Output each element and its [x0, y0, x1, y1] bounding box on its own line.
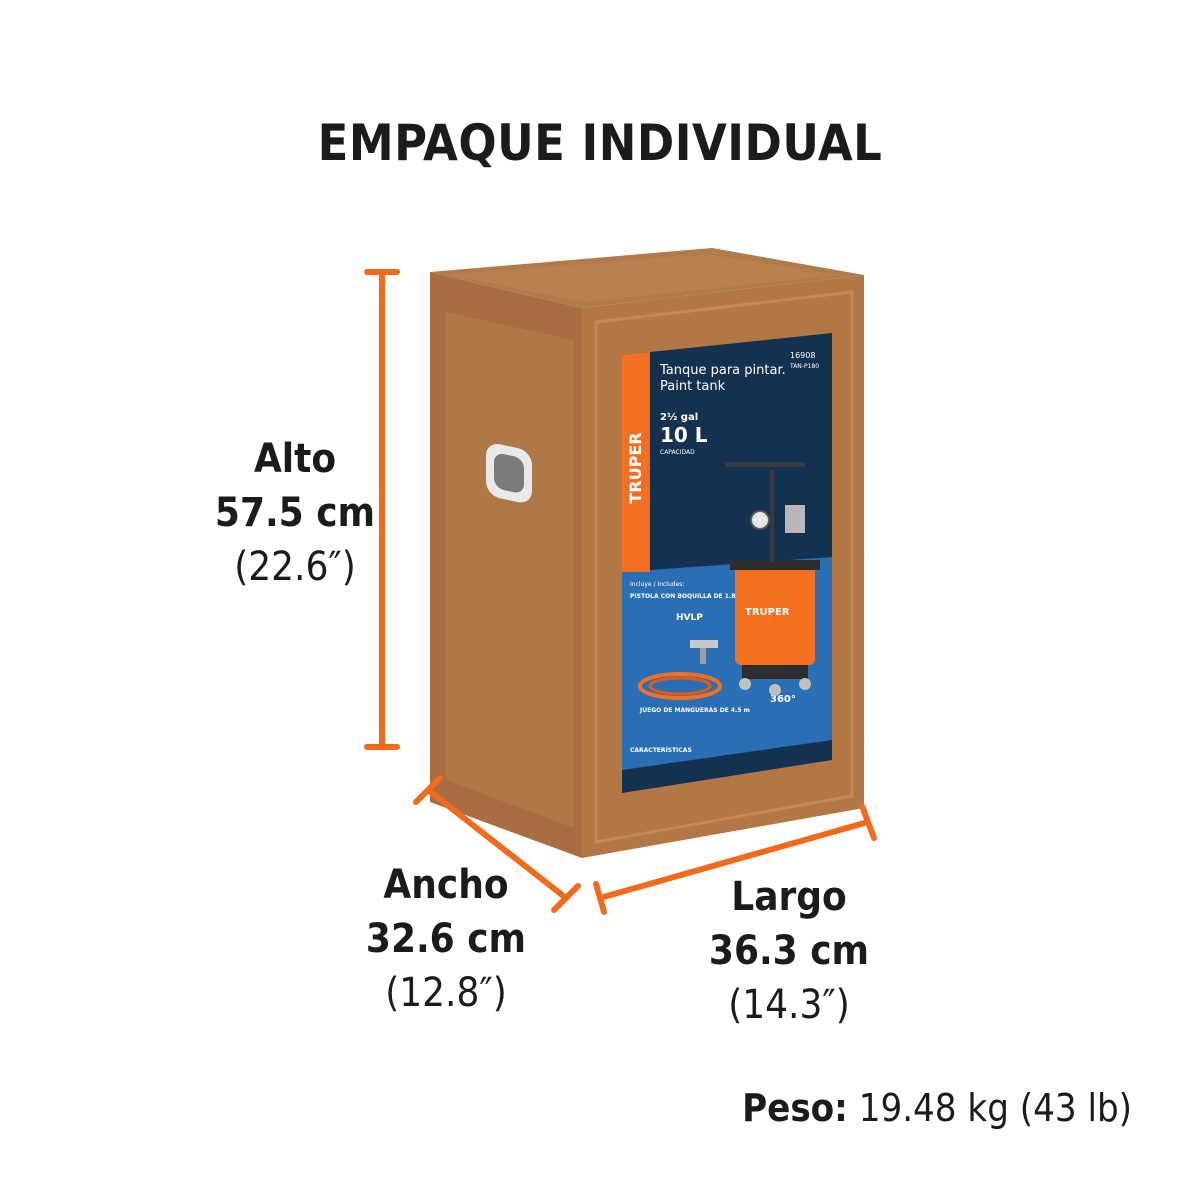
box-left-side-inner: [446, 312, 574, 828]
label-capacity-l: 10 L: [660, 423, 708, 447]
largo-cap-right: [859, 803, 877, 841]
tank-brand: TRUPER: [745, 607, 790, 618]
label-includes: Incluye / Includes:: [630, 581, 684, 588]
ancho-imperial: (12.8″): [385, 970, 507, 1016]
label-title-en: Paint tank: [660, 379, 726, 394]
label-capacity-caption: CAPACIDAD: [660, 449, 695, 456]
spray-gun-icon: [690, 640, 718, 648]
label-hose-set: JUEGO DE MANGUERAS DE 4.5 m: [639, 707, 750, 714]
alto-name: Alto: [253, 436, 337, 482]
ancho-cap-left: [413, 775, 443, 805]
largo-imperial: (14.3″): [728, 982, 850, 1028]
spray-gun-handle: [700, 648, 706, 664]
label-hvlp: HVLP: [676, 613, 703, 623]
alto-metric: 57.5 cm: [214, 490, 376, 536]
label-spray-gun: PISTOLA CON BOQUILLA DE 1.8 mm: [630, 593, 750, 600]
label-capacity-gal: 2½ gal: [660, 412, 698, 423]
weight-label: Peso:: [742, 1086, 848, 1130]
hose-coil: [638, 672, 722, 700]
label-rotation: 360°: [770, 694, 796, 705]
page-title: EMPAQUE INDIVIDUAL: [317, 114, 883, 172]
largo-line: [597, 819, 871, 901]
label-title-es: Tanque para pintar.: [659, 363, 786, 378]
ancho-cap-right: [551, 883, 581, 913]
weight-info: Peso: 19.48 kg (43 lb): [742, 1086, 1132, 1130]
paint-tank-illustration: TRUPER: [725, 462, 820, 696]
box-front-frame: [594, 290, 854, 844]
label-brand-strip: [622, 352, 650, 572]
box-top-inner: [448, 254, 840, 302]
alto-dimension-label: Alto 57.5 cm (22.6″): [195, 432, 395, 594]
label-model: TAN-P180: [789, 363, 819, 370]
dimension-lines: [364, 269, 877, 915]
label-features: CARACTERÍSTICAS: [630, 746, 692, 754]
pressure-gauge-icon: [750, 510, 770, 530]
ancho-line: [425, 787, 569, 901]
ancho-name: Ancho: [383, 862, 509, 908]
ancho-dimension-label: Ancho 32.6 cm (12.8″): [346, 858, 546, 1020]
box-handle-inner: [494, 453, 524, 493]
largo-metric: 36.3 cm: [708, 928, 870, 974]
label-brand: TRUPER: [626, 432, 645, 503]
largo-name: Largo: [731, 874, 847, 920]
product-label: TRUPER Tanque para pintar. Paint tank 16…: [622, 333, 832, 793]
ancho-metric: 32.6 cm: [365, 916, 527, 962]
alto-imperial: (22.6″): [234, 544, 356, 590]
largo-cap-left: [593, 881, 607, 915]
largo-dimension-label: Largo 36.3 cm (14.3″): [684, 870, 894, 1032]
weight-value: 19.48 kg (43 lb): [858, 1086, 1132, 1130]
hose-coil-inner: [648, 676, 712, 696]
label-code: 16908: [790, 351, 815, 360]
